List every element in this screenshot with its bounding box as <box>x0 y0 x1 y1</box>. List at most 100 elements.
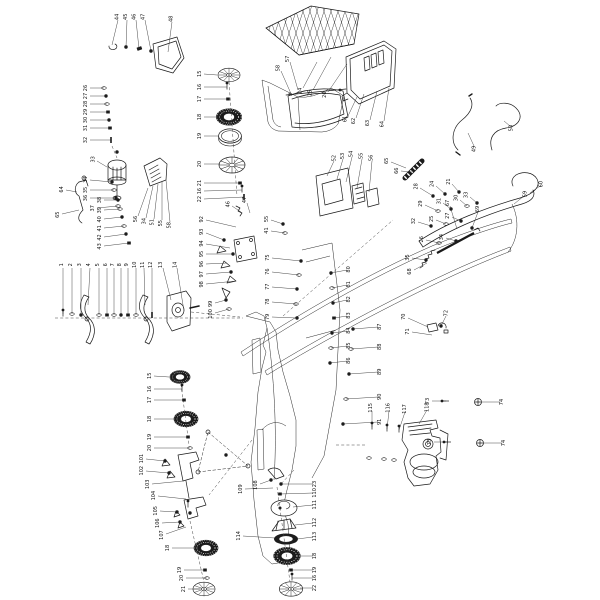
leader-line <box>400 170 413 173</box>
callout-number: 21 <box>446 178 452 184</box>
callout-number: 55 <box>158 220 164 226</box>
left-lever <box>74 175 89 224</box>
dashed-link <box>276 486 291 583</box>
hardware-n <box>186 435 190 439</box>
callout-number: 55 <box>264 216 270 222</box>
ball-glyph <box>116 198 120 202</box>
callout-number: 16 <box>312 575 318 581</box>
leader-line <box>327 63 348 93</box>
callout-number: 65 <box>55 212 61 218</box>
callout-number: 59 <box>522 191 528 197</box>
hubcap-wheel <box>192 581 216 597</box>
callout-number: 117 <box>402 404 408 414</box>
callout-number: 111 <box>312 500 318 510</box>
leader-line <box>203 73 218 76</box>
leader-line <box>419 187 434 197</box>
callout-number: 107 <box>159 530 165 540</box>
washer-glyph <box>348 347 354 351</box>
leader-line <box>205 219 237 228</box>
callout-number: 95 <box>199 251 205 257</box>
hardware-b <box>457 190 461 194</box>
hardware-n <box>278 492 282 496</box>
tire-wheel <box>273 547 301 565</box>
ball-glyph <box>431 194 435 198</box>
hardware-n <box>238 181 242 185</box>
hardware-v <box>186 499 190 508</box>
dashed-links-layer <box>55 81 394 583</box>
callout-number: 15 <box>197 71 203 77</box>
leader-line <box>333 315 348 319</box>
fan-wheel <box>218 156 246 174</box>
callout-number: 79 <box>265 314 271 320</box>
ball-glyph <box>120 215 124 219</box>
washer-glyph <box>121 224 127 228</box>
ball-glyph <box>269 478 273 482</box>
bolt-head <box>225 81 229 85</box>
leader-line <box>271 271 300 276</box>
hardware-w <box>104 102 110 106</box>
leader-line <box>61 209 80 215</box>
pin-glyph <box>243 194 245 200</box>
bolt-head <box>61 308 65 312</box>
hardware-layer <box>115 150 397 515</box>
callout-number: 68 <box>407 268 413 274</box>
callout-number: 112 <box>312 518 318 528</box>
ball-glyph <box>457 190 461 194</box>
callout-number: 11 <box>140 262 146 268</box>
tire-wheel <box>193 539 219 557</box>
callout-number: 40 <box>97 216 103 222</box>
leader-line <box>356 158 363 189</box>
washer-glyph <box>391 458 397 462</box>
callout-number: 20 <box>147 445 153 451</box>
leader-line <box>418 409 428 425</box>
callout-number: 18 <box>165 545 171 551</box>
hardware-b <box>124 45 128 49</box>
leader-line <box>271 257 302 262</box>
ball-glyph <box>330 331 334 335</box>
ball-glyph <box>188 511 192 515</box>
tire-wheel <box>173 410 199 428</box>
callout-number: 53 <box>340 153 346 159</box>
mesh-line <box>299 6 319 55</box>
nut-glyph <box>203 568 207 572</box>
wheel-ellipse <box>221 130 239 142</box>
leader-line <box>368 160 373 193</box>
leader-line <box>411 257 427 261</box>
leader-line <box>369 90 378 121</box>
leader-line <box>348 371 379 375</box>
ball-glyph <box>281 222 285 226</box>
hardware-n <box>106 110 110 114</box>
bolt-head <box>442 440 446 444</box>
callout-number: 35 <box>405 254 411 260</box>
leader-line <box>244 487 274 490</box>
ball-glyph <box>328 361 332 365</box>
callout-number: 62 <box>351 118 357 124</box>
leader-line <box>424 204 439 212</box>
leader-line <box>345 396 379 400</box>
callout-number: 116 <box>385 403 391 413</box>
fan-spoke <box>233 166 239 173</box>
callout-number: 65 <box>384 158 390 164</box>
vented-box <box>143 157 168 187</box>
hardware-b <box>107 118 111 122</box>
callout-number: 94 <box>199 240 205 246</box>
ring-wheel <box>274 533 298 545</box>
callout-number: 19 <box>312 567 318 573</box>
hardware-b <box>429 224 433 228</box>
nut-glyph <box>289 568 293 572</box>
callout-number: 63 <box>365 120 371 126</box>
callout-number: 49 <box>471 146 477 152</box>
hardware-w <box>443 222 449 226</box>
callout-number: 42 <box>97 234 103 240</box>
bolt-head <box>370 421 374 425</box>
washer-glyph <box>282 231 288 235</box>
leader-line <box>336 158 344 180</box>
ball-glyph <box>104 94 108 98</box>
callout-number: 105 <box>153 506 159 516</box>
nut-glyph <box>108 126 112 130</box>
callout-number: 22 <box>197 196 203 202</box>
bolt-head <box>290 572 294 576</box>
wheel-ellipse <box>175 373 185 381</box>
hardware-w <box>111 313 117 317</box>
leader-line <box>503 120 511 127</box>
